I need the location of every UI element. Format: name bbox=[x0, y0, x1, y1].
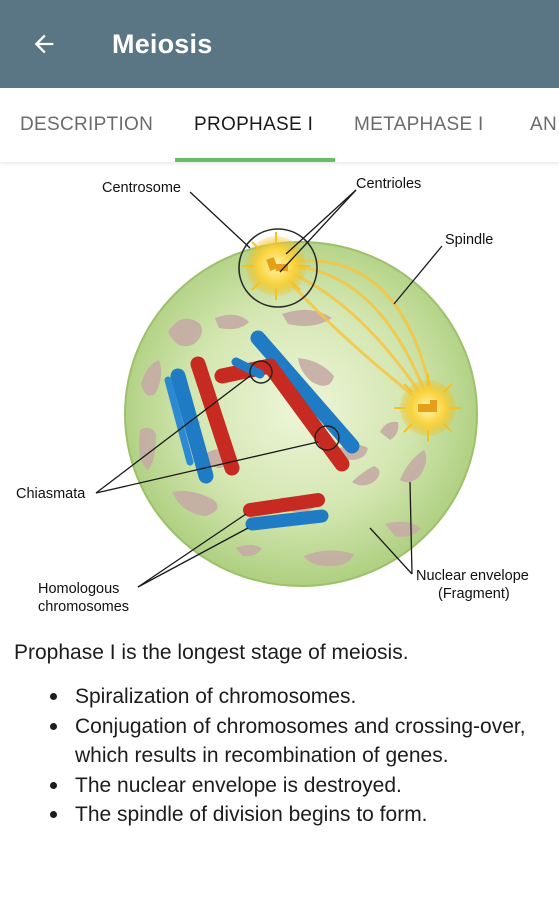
label-centrosome: Centrosome bbox=[102, 180, 181, 196]
arrow-left-icon bbox=[34, 34, 54, 54]
list-item: Conjugation of chromosomes and crossing-… bbox=[14, 712, 544, 771]
bullet-dot-icon bbox=[50, 693, 57, 700]
page-title: Meiosis bbox=[112, 28, 213, 59]
list-item: The nuclear envelope is destroyed. bbox=[14, 771, 544, 801]
label-homologous-1: Homologous bbox=[38, 581, 119, 597]
tab-metaphase-1[interactable]: METAPHASE I bbox=[354, 114, 484, 135]
label-chiasmata: Chiasmata bbox=[16, 486, 86, 502]
chromosome-pair-left bbox=[164, 356, 240, 484]
list-item: Spiralization of chromosomes. bbox=[14, 682, 544, 712]
description-content: Prophase I is the longest stage of meios… bbox=[14, 638, 544, 830]
list-item: The spindle of division begins to form. bbox=[14, 800, 544, 830]
cell-diagram: Centrosome Centrioles Spindle Chiasmata … bbox=[16, 176, 529, 615]
spindle-fibers bbox=[284, 259, 434, 406]
tab-description[interactable]: DESCRIPTION bbox=[20, 114, 154, 135]
bullet-dot-icon bbox=[50, 722, 57, 730]
back-button[interactable] bbox=[0, 0, 88, 88]
tab-prophase-1[interactable]: PROPHASE I bbox=[194, 114, 314, 135]
bullet-dot-icon bbox=[50, 781, 57, 789]
active-tab-indicator bbox=[175, 158, 335, 162]
bullet-list: Spiralization of chromosomes. Conjugatio… bbox=[14, 682, 544, 830]
centrosome-right bbox=[394, 374, 462, 442]
tab-anaphase-1[interactable]: AN bbox=[530, 114, 557, 135]
intro-text: Prophase I is the longest stage of meios… bbox=[14, 641, 409, 664]
leader-lines bbox=[95, 189, 443, 588]
label-nuclear-envelope-1: Nuclear envelope bbox=[416, 568, 529, 584]
bullet-dot-icon bbox=[50, 811, 57, 818]
label-homologous-2: chromosomes bbox=[38, 599, 129, 615]
prophase-illustration: Centrosome Centrioles Spindle Chiasmata … bbox=[0, 162, 559, 622]
app-bar: Meiosis bbox=[0, 0, 559, 88]
chiasma-circle-2 bbox=[314, 425, 340, 451]
label-centrioles: Centrioles bbox=[356, 176, 421, 192]
tab-bar: DESCRIPTION PROPHASE I METAPHASE I AN bbox=[0, 88, 559, 162]
chromosome-pair-bottom bbox=[243, 493, 329, 531]
label-spindle: Spindle bbox=[445, 232, 493, 248]
nuclear-envelope-fragments bbox=[139, 309, 427, 567]
centrosome-outline bbox=[238, 228, 318, 308]
chromosome-pair-middle bbox=[214, 330, 360, 472]
centrosome-top bbox=[242, 232, 310, 300]
chiasma-circle-1 bbox=[249, 360, 273, 384]
label-nuclear-envelope-2: (Fragment) bbox=[438, 586, 510, 602]
